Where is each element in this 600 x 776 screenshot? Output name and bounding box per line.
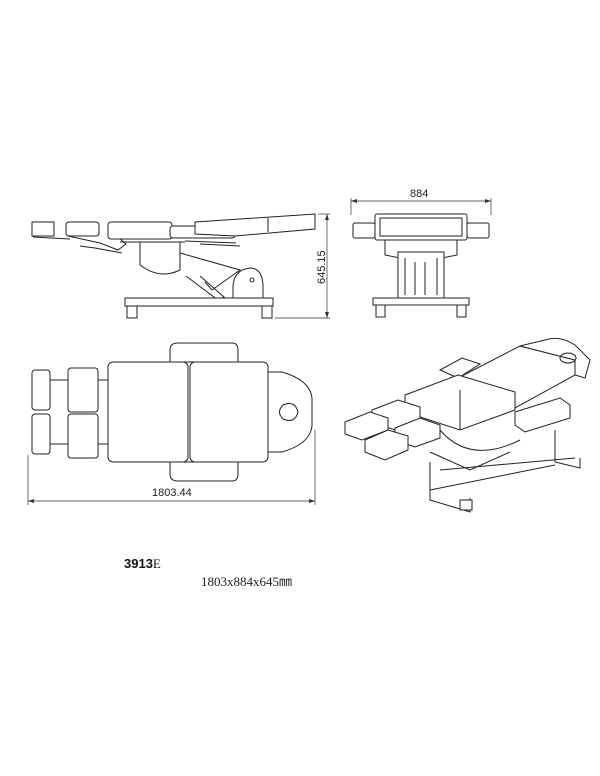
- isometric-view: [344, 337, 591, 513]
- model-number-digits: 3913: [124, 556, 153, 571]
- width-dimension: 884: [410, 188, 428, 200]
- height-dimension: 645.15: [316, 250, 328, 284]
- side-view: [31, 213, 330, 319]
- front-view: [350, 198, 492, 318]
- model-number: 3913E: [124, 556, 161, 572]
- overall-size-label: 1803x884x645㎜: [201, 574, 293, 589]
- top-view: [27, 342, 316, 505]
- model-number-suffix: E: [152, 556, 161, 571]
- length-dimension: 1803.44: [152, 487, 192, 499]
